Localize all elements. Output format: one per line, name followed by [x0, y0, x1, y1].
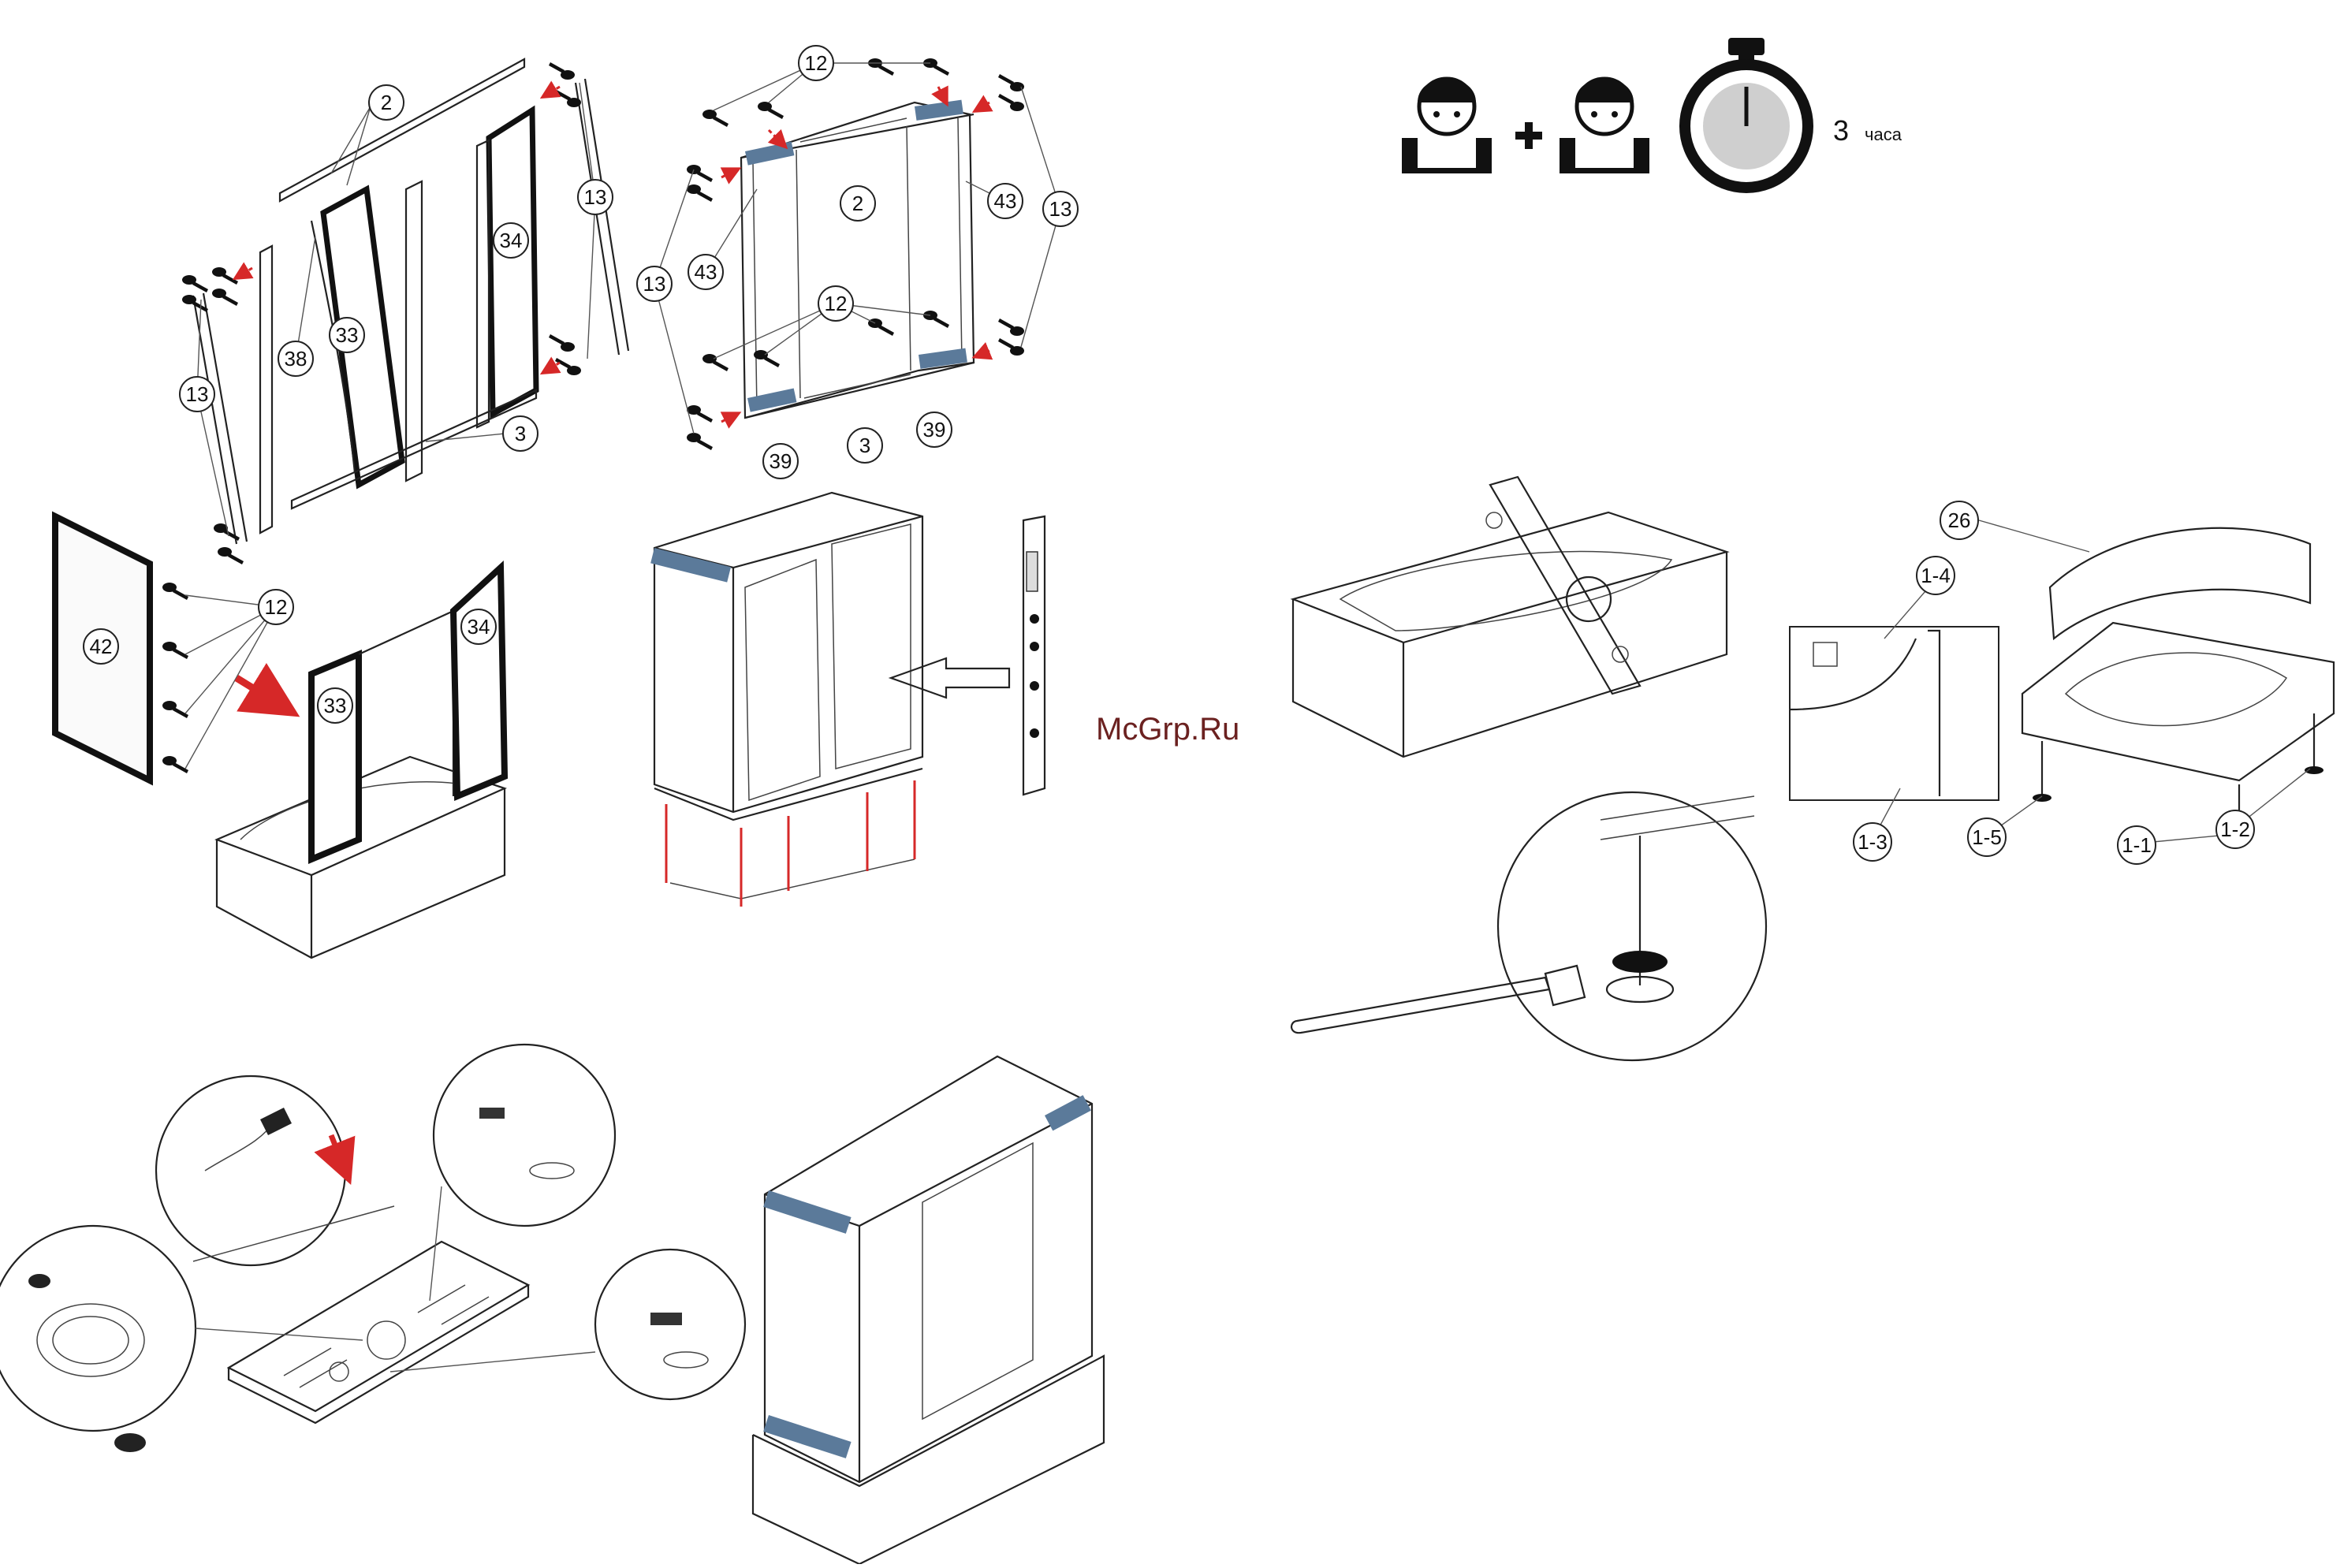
callout-39-right: 39 [916, 412, 952, 448]
callout-42: 42 [83, 628, 119, 665]
callout-1-5: 1-5 [1967, 818, 2007, 857]
callout-38: 38 [278, 341, 314, 377]
svg-text:38: 38 [285, 347, 307, 371]
callout-34-panel: 34 [460, 609, 497, 645]
svg-text:42: 42 [90, 635, 113, 658]
stopwatch-icon [1679, 38, 1813, 193]
svg-text:39: 39 [923, 418, 946, 441]
inset-detail-3 [0, 1224, 197, 1432]
inset-detail-2 [432, 1043, 617, 1227]
callout-26: 26 [1940, 501, 1979, 540]
callout-12-top: 12 [798, 45, 834, 81]
plus-icon [1515, 122, 1542, 149]
svg-text:2: 2 [852, 192, 863, 215]
callout-12-bottom: 12 [818, 285, 854, 322]
figure-frame-assembly: 12 2 43 43 13 13 12 39 39 3 [636, 45, 1079, 479]
worker-helmet-icon [1402, 76, 1492, 173]
svg-text:1-2: 1-2 [2220, 818, 2250, 841]
svg-text:12: 12 [805, 51, 828, 75]
svg-text:13: 13 [186, 382, 209, 406]
callout-1-1: 1-1 [2117, 825, 2156, 865]
svg-text:34: 34 [500, 229, 523, 252]
inset-detail-5 [1496, 791, 1768, 1062]
svg-text:13: 13 [643, 272, 666, 296]
watermark-text: McGrp.Ru [1096, 712, 1239, 747]
callout-1-3: 1-3 [1853, 822, 1892, 862]
svg-text:43: 43 [994, 189, 1017, 213]
callout-33-panel: 33 [317, 687, 353, 724]
svg-text:12: 12 [825, 292, 848, 315]
red-arrow-icon [234, 663, 300, 717]
time-value: 3 [1833, 114, 1849, 147]
callout-12-panel: 12 [258, 589, 294, 625]
figure-bathtub-leveling [1290, 475, 1768, 1062]
figure-exploded-side-panel: 2 13 13 38 33 34 3 [179, 58, 630, 564]
svg-text:2: 2 [381, 91, 392, 114]
svg-text:1-4: 1-4 [1921, 564, 1951, 587]
svg-text:13: 13 [1049, 197, 1072, 221]
callout-34: 34 [493, 222, 529, 259]
svg-text:26: 26 [1948, 508, 1971, 532]
callout-13-right: 13 [577, 179, 613, 215]
svg-text:12: 12 [265, 595, 288, 619]
callout-2: 2 [368, 84, 404, 121]
svg-text:39: 39 [770, 449, 792, 473]
callout-3: 3 [502, 415, 538, 452]
callout-33: 33 [329, 317, 365, 353]
time-unit: часа [1865, 125, 1902, 144]
svg-text:33: 33 [336, 323, 359, 347]
callout-13-frame-left: 13 [636, 266, 673, 302]
callout-43-left: 43 [688, 254, 724, 290]
callout-1-2: 1-2 [2215, 810, 2255, 849]
figure-tray-legs: 26 1-4 1-3 1-5 1-1 1-2 [1789, 501, 2335, 865]
callout-2-frame: 2 [840, 185, 876, 222]
svg-text:1-1: 1-1 [2122, 833, 2152, 857]
svg-text:3: 3 [859, 434, 870, 457]
callout-3-frame: 3 [847, 427, 883, 464]
figure-panels-onto-bathtub: 12 42 33 34 [52, 511, 509, 959]
svg-text:33: 33 [324, 694, 347, 717]
callout-43-right: 43 [987, 183, 1023, 219]
inset-box-detail [1789, 626, 1999, 801]
svg-text:43: 43 [695, 260, 717, 284]
svg-text:34: 34 [468, 615, 490, 639]
svg-text:3: 3 [515, 422, 526, 445]
inset-detail-4 [594, 1248, 747, 1401]
svg-text:13: 13 [584, 185, 607, 209]
worker-helmet-icon-2 [1560, 76, 1649, 173]
inset-detail-1 [155, 1075, 347, 1267]
callout-13-frame-right: 13 [1042, 191, 1079, 227]
figure-cabin-on-frame [650, 491, 1046, 907]
figure-completed-cabin [751, 1055, 1105, 1565]
callout-1-4: 1-4 [1916, 556, 1955, 595]
figure-bath-base-details [0, 1043, 747, 1452]
callout-39-left: 39 [762, 443, 799, 479]
svg-text:1-3: 1-3 [1858, 830, 1887, 854]
svg-text:1-5: 1-5 [1972, 825, 2002, 849]
time-estimate-block: 3 часа [1402, 38, 1902, 193]
callout-13-left: 13 [179, 376, 215, 412]
